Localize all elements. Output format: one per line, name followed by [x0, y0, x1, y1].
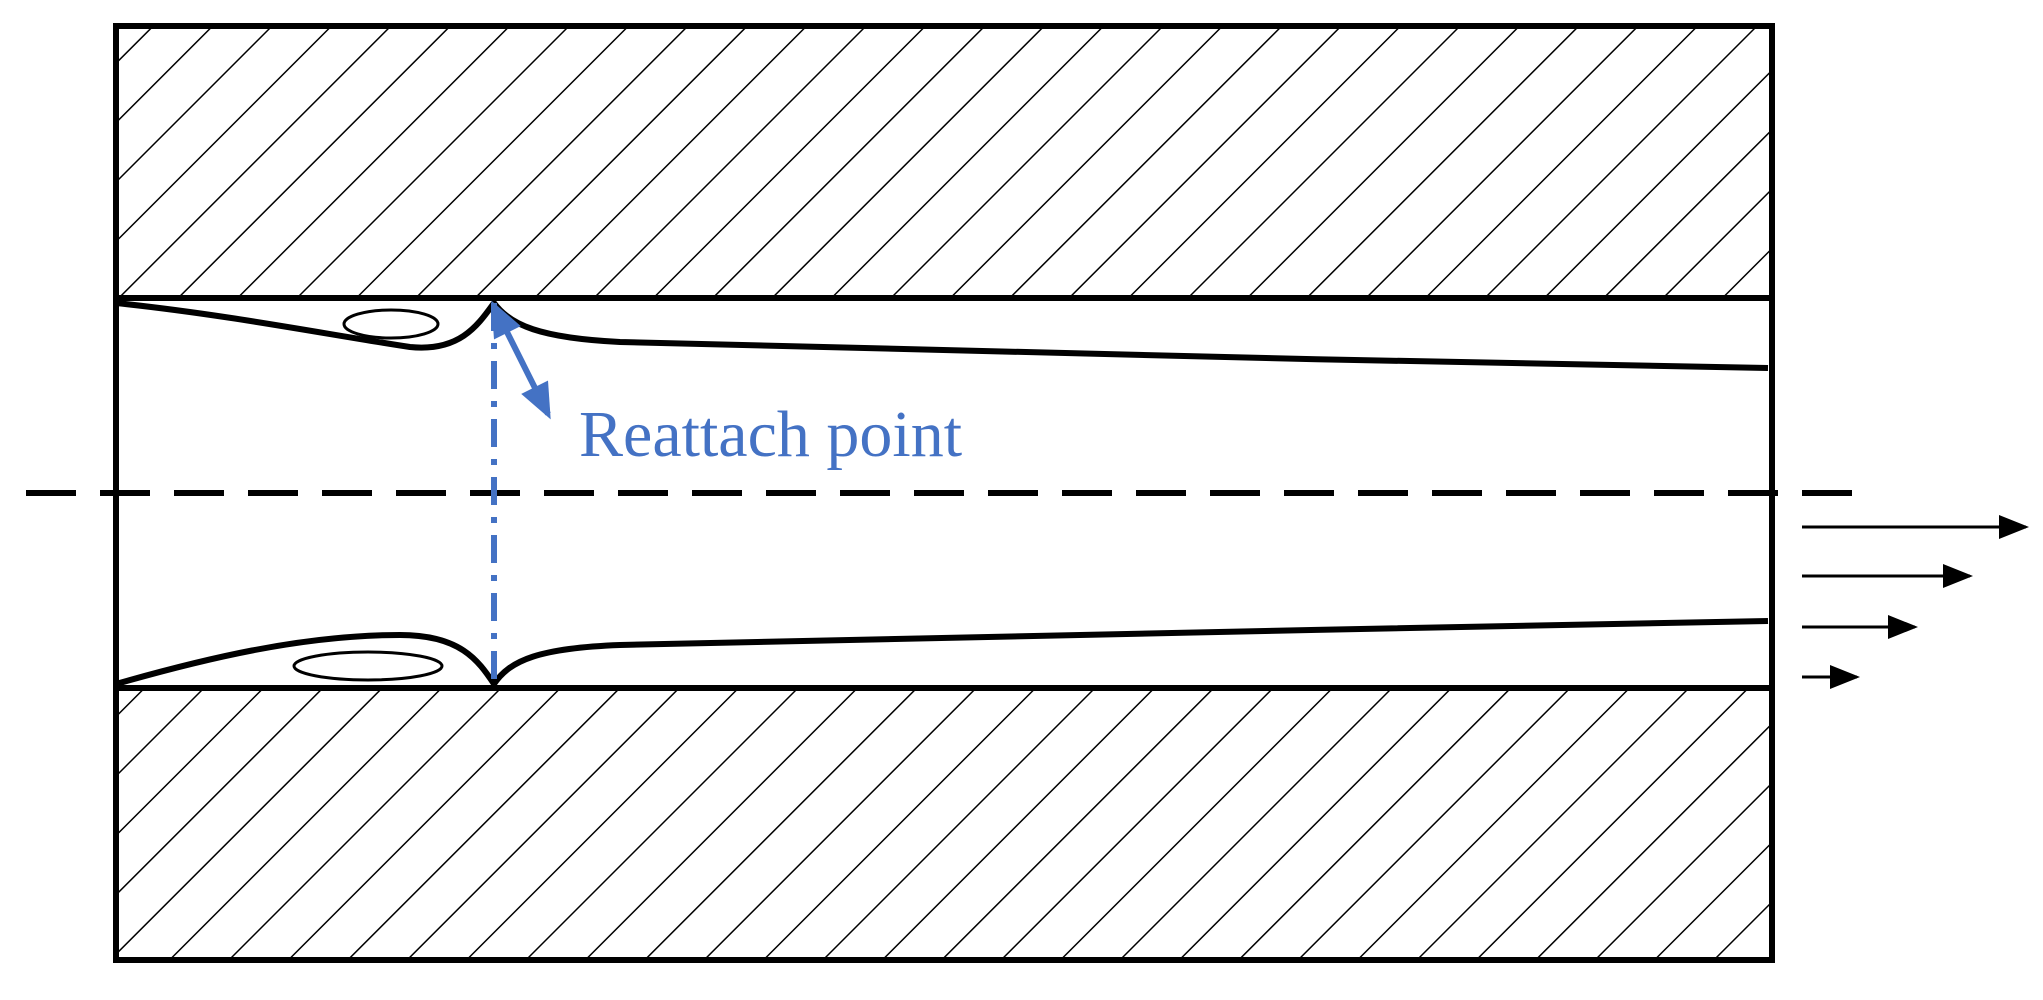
lower-recirculation-eddy: [292, 650, 444, 682]
top-wall: [116, 26, 1772, 298]
reattach-point-label: Reattach point: [579, 398, 962, 471]
bottom-wall: [116, 688, 1772, 960]
reattach-point-arrow: [491, 300, 551, 420]
lower-separation-streamline: [115, 618, 1769, 690]
upper-recirculation-eddy: [342, 308, 440, 340]
outlet-velocity-arrows: [1802, 515, 2029, 689]
